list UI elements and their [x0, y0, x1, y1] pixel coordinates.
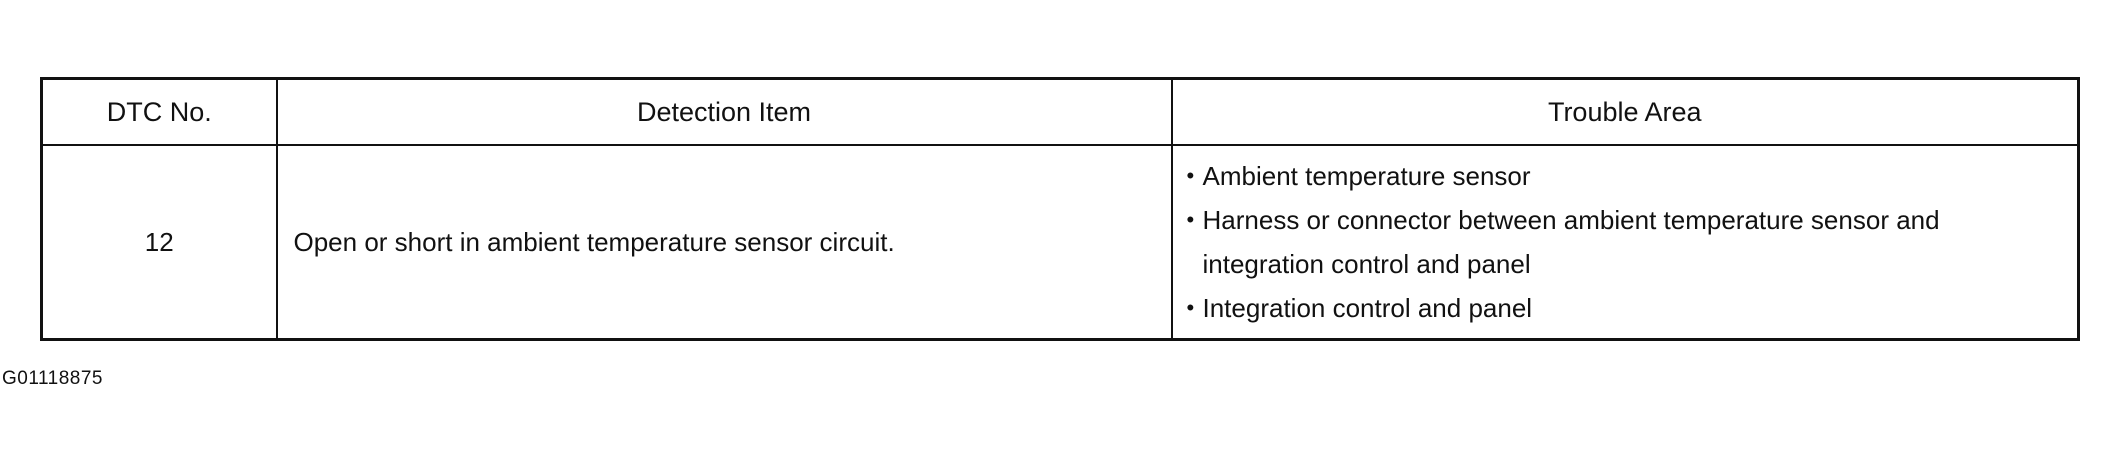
trouble-area-text: Harness or connector between ambient tem…: [1202, 205, 1940, 279]
trouble-area-text: Integration control and panel: [1202, 293, 1533, 323]
bullet-icon: •: [1186, 295, 1195, 320]
trouble-area-list: • Ambient temperature sensor • Harness or …: [1187, 154, 2066, 330]
bullet-icon: •: [1186, 207, 1195, 232]
dtc-number-cell: 12: [40, 144, 278, 341]
trouble-area-cell: • Ambient temperature sensor • Harness or …: [1170, 144, 2080, 341]
dtc-table: DTC No. Detection Item Trouble Area 12 O…: [40, 77, 2080, 341]
header-trouble-area: Trouble Area: [1170, 77, 2080, 146]
bullet-icon: •: [1186, 163, 1195, 188]
header-detection-item: Detection Item: [275, 77, 1173, 146]
table-row: 12 Open or short in ambient temperature …: [40, 144, 2080, 341]
trouble-area-text: Ambient temperature sensor: [1202, 161, 1531, 191]
trouble-area-item: • Integration control and panel: [1187, 286, 2066, 330]
figure-id: G01118875: [2, 368, 103, 389]
trouble-area-item: • Harness or connector between ambient te…: [1187, 198, 2066, 286]
table-header-row: DTC No. Detection Item Trouble Area: [40, 77, 2080, 146]
detection-item-cell: Open or short in ambient temperature sen…: [275, 144, 1173, 341]
trouble-area-item: • Ambient temperature sensor: [1187, 154, 2066, 198]
header-dtc-no: DTC No.: [40, 77, 278, 146]
